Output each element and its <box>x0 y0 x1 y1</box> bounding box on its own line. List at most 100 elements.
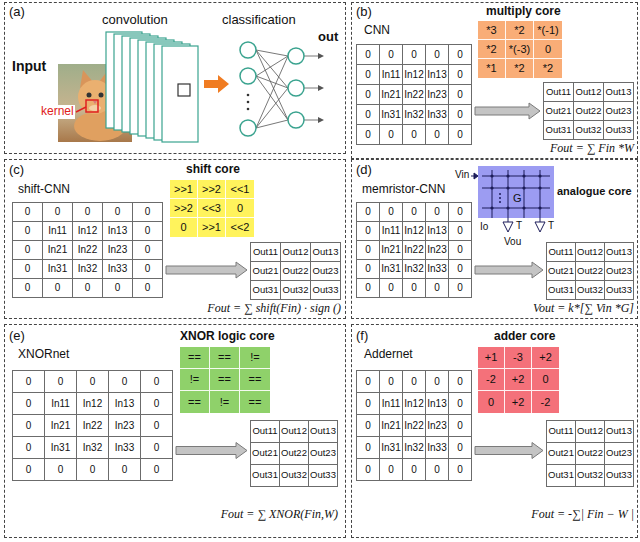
formula: Fout = ∑ Fin *W <box>550 142 634 156</box>
ellipsis-dot <box>499 201 501 203</box>
weight-text: <<2 <box>231 221 250 234</box>
weight-text: != <box>250 351 259 364</box>
core-cell: <<1 <box>226 180 254 199</box>
weight-text: +2 <box>512 396 525 409</box>
weight-text: *2 <box>514 62 524 75</box>
grid-cell: In33 <box>103 260 133 279</box>
cat-photo <box>87 93 92 98</box>
core-cell: -3 <box>505 347 532 369</box>
cell-text: Out22 <box>577 448 603 459</box>
grid-cell: In33 <box>426 105 449 125</box>
grid-cell: 0 <box>357 459 380 481</box>
grid-cell: Out13 <box>605 421 634 443</box>
grid-cell: Out23 <box>311 262 341 281</box>
cell-text: 0 <box>365 206 371 218</box>
cell-text: In32 <box>78 263 97 275</box>
grid-cell: Out23 <box>605 262 634 281</box>
cell-text: In11 <box>51 398 70 410</box>
cell-text: In31 <box>381 263 400 275</box>
grid-cell: Out21 <box>251 443 280 465</box>
cell-text: 0 <box>26 464 32 476</box>
grid-cell: In12 <box>77 393 109 415</box>
block-arrow <box>176 443 247 459</box>
memristor-cell <box>522 206 525 209</box>
weight-text: +2 <box>539 351 552 364</box>
cell-text: 0 <box>457 129 463 141</box>
core-cell: != <box>180 369 210 391</box>
cell-text: In13 <box>427 225 446 237</box>
weight-text: *3 <box>486 24 496 37</box>
output-grid: Out11Out12Out13Out21Out22Out23Out31Out32… <box>543 82 634 140</box>
grid-cell: In13 <box>109 393 141 415</box>
cell-text: 0 <box>58 464 64 476</box>
cell-text: 0 <box>411 376 417 388</box>
grid-cell: 0 <box>380 45 403 65</box>
grid-cell: 0 <box>45 371 77 393</box>
cell-text: 0 <box>388 282 394 294</box>
grid-cell: Out22 <box>574 102 604 121</box>
method-name: shift-CNN <box>18 183 70 197</box>
cell-text: In22 <box>404 420 423 432</box>
grid-cell: 0 <box>357 393 380 415</box>
weight-text: -2 <box>541 396 551 409</box>
grid-cell: Out31 <box>547 281 576 300</box>
grid-cell: 0 <box>357 415 380 437</box>
core-cell: >>2 <box>198 180 226 199</box>
cell-text: Out33 <box>606 470 632 481</box>
panel-letter: (f) <box>356 329 368 344</box>
grid-cell: In13 <box>426 222 449 241</box>
cell-text: In11 <box>382 69 401 81</box>
weight-text: *1 <box>486 62 496 75</box>
cell-text: In33 <box>115 442 134 454</box>
cell-text: Out23 <box>313 266 339 277</box>
cell-text: In22 <box>404 89 423 101</box>
multiply-core: multiply core*3*2*(-1)*2*(-3)0*1*2*2 <box>478 21 562 78</box>
grid-cell: In12 <box>403 222 426 241</box>
grid-cell: 0 <box>449 371 472 393</box>
core-cell: +2 <box>505 369 532 391</box>
grid-cell: Out32 <box>281 281 311 300</box>
panel-letter: (e) <box>9 329 25 344</box>
grid-cell: 0 <box>141 437 173 459</box>
grid-cell: 0 <box>103 279 133 298</box>
grid-cell: 0 <box>77 371 109 393</box>
memristor-cell <box>522 174 525 177</box>
grid-cell: 0 <box>357 45 380 65</box>
neural-net <box>247 94 250 97</box>
cell-text: In12 <box>404 398 423 410</box>
ellipsis-dot <box>499 193 501 195</box>
grid-cell: Out12 <box>574 83 604 102</box>
neural-net <box>256 76 288 120</box>
neural-net <box>304 56 318 57</box>
cell-text: Out11 <box>252 426 277 437</box>
grid-cell: 0 <box>449 125 472 145</box>
weight-text: == <box>188 396 201 409</box>
feature-map-stack <box>106 32 198 142</box>
grid-cell: 0 <box>45 459 77 481</box>
cell-text: In13 <box>108 225 127 237</box>
grid-cell: Out32 <box>576 281 605 300</box>
neural-net <box>256 88 288 128</box>
grid-cell: 0 <box>380 203 403 222</box>
dashed-panel: (d)memristor-CNNVout = k*[∑ Vin *G]00000… <box>352 160 637 318</box>
cell-text: 0 <box>85 282 91 294</box>
weight-text: != <box>220 396 229 409</box>
grid-cell: In12 <box>403 393 426 415</box>
grid-cell: In22 <box>403 241 426 260</box>
core-cell: == <box>210 369 240 391</box>
grid-cell: In23 <box>426 85 449 105</box>
grid-cell: 0 <box>403 203 426 222</box>
grid-cell: In21 <box>380 241 403 260</box>
grid-cell: Out12 <box>576 421 605 443</box>
cell-text: Out33 <box>606 125 632 136</box>
cell-text: In23 <box>427 420 446 432</box>
weight-text: *(-1) <box>537 24 558 37</box>
core-cell: <<3 <box>198 199 226 218</box>
neural-net <box>240 42 256 58</box>
cell-text: 0 <box>457 225 463 237</box>
cell-text: In13 <box>427 69 446 81</box>
grid-cell: Out13 <box>605 243 634 262</box>
cell-text: 0 <box>457 398 463 410</box>
weight-text: -2 <box>486 373 496 386</box>
formula: Fout = ∑ XNOR(Fin,W) <box>221 508 338 522</box>
